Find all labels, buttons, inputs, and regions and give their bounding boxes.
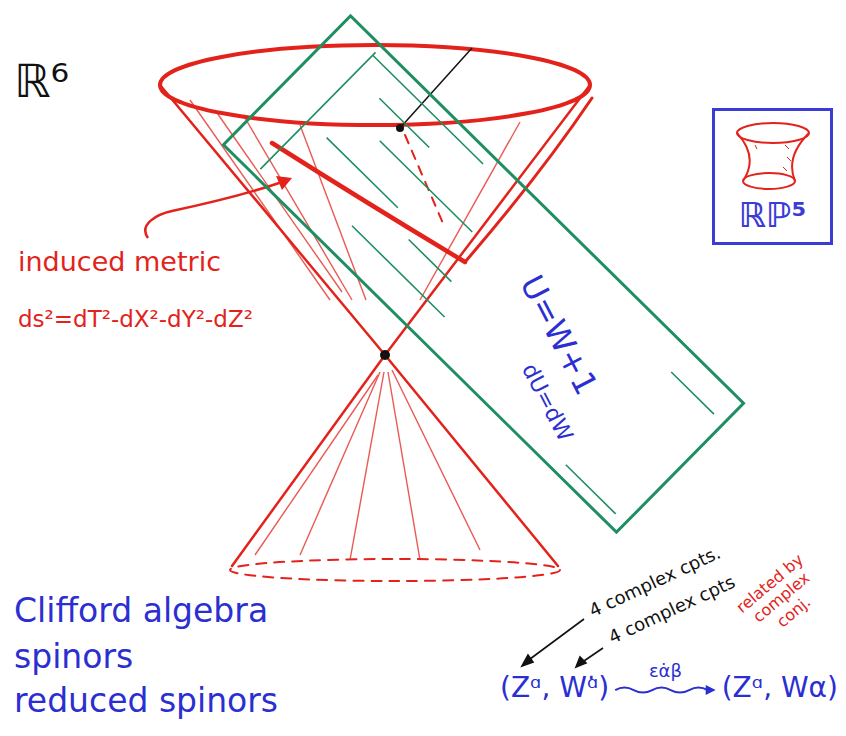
spinor-formula: (Zᵅ, Wα) xyxy=(722,672,838,704)
squiggle-arrow xyxy=(615,688,707,693)
plane-hatching xyxy=(221,14,745,535)
hyperboloid-lines xyxy=(737,123,809,189)
projective-space-symbol: ℝℙ⁵ xyxy=(739,197,807,234)
heading-line: Clifford algebra xyxy=(14,592,268,630)
plane-band: U=W+1dU=dW xyxy=(221,14,745,535)
inset-box: ℝℙ⁵ xyxy=(712,108,833,245)
annotation: induced metric xyxy=(18,246,221,277)
heading-line: reduced spinors xyxy=(14,682,278,720)
conjugation-note: related by complex conj. xyxy=(726,545,838,652)
hyperboloid-rim xyxy=(737,123,809,143)
hyperboloid-rim xyxy=(743,173,795,189)
heading-line: spinors xyxy=(14,638,133,676)
hyperboloid-shading xyxy=(755,145,791,171)
spinor-formula: (Zᵅ, Wᵅ̇) xyxy=(500,672,609,704)
metric-formula: ds²=dT²-dX²-dY²-dZ² xyxy=(18,306,253,332)
epsilon-symbol: εα̇β xyxy=(649,661,682,682)
hatch-lines xyxy=(260,52,728,516)
hyperboloid-sketch xyxy=(715,115,830,195)
arrow-head xyxy=(706,685,716,695)
space-symbol: ℝ⁶ xyxy=(14,55,69,108)
hyperboloid-side xyxy=(737,133,809,181)
